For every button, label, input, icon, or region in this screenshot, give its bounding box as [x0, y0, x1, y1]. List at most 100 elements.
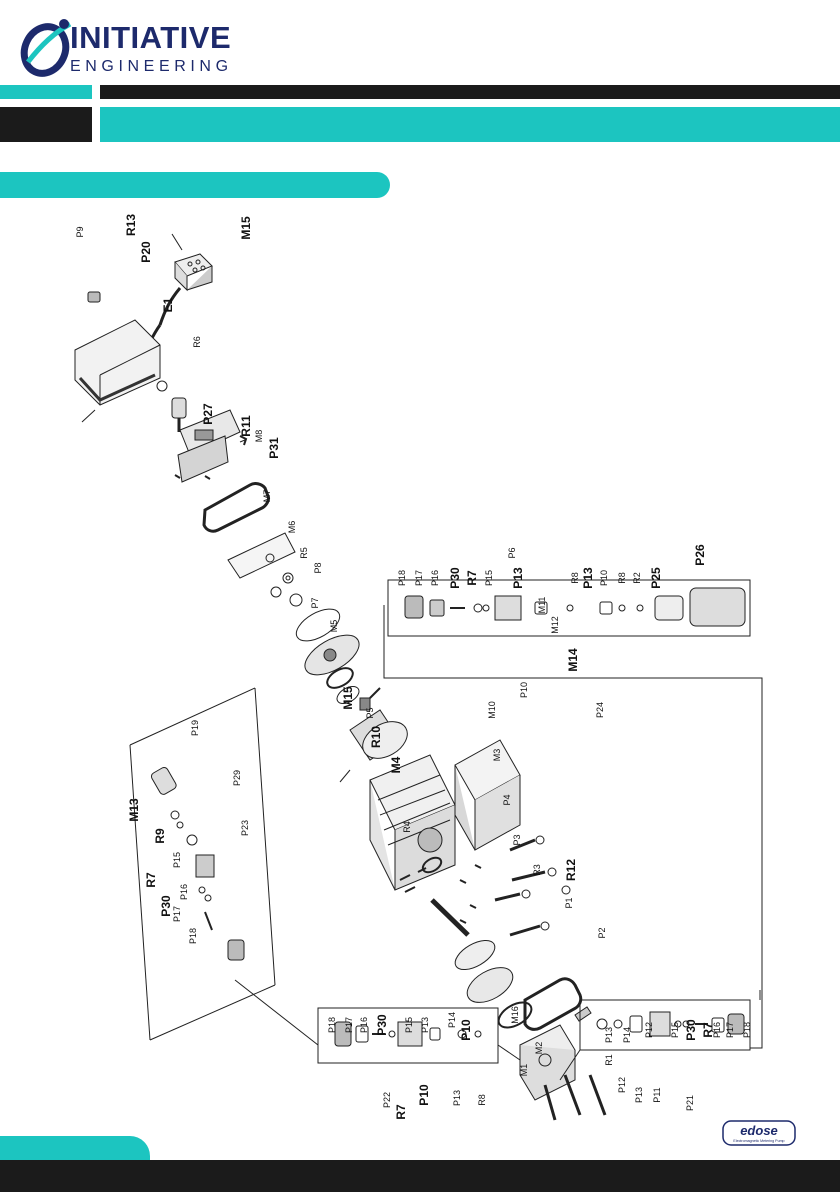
part-label-p19: P19: [190, 720, 200, 736]
part-label-p16c: P16: [359, 1017, 369, 1033]
part-label-m16: M16: [510, 1006, 520, 1024]
pcb-part: [177, 409, 241, 483]
part-label-m14: M14: [566, 648, 580, 672]
edose-tagline: Electromagnetic Metering Pump: [733, 1139, 784, 1143]
part-label-p26: P26: [693, 544, 707, 566]
motor-part: [349, 687, 408, 761]
screws-group: [494, 835, 571, 937]
part-label-p15a: P15: [172, 852, 182, 868]
part-label-p15d: P15: [670, 1022, 680, 1038]
part-label-m4: M4: [389, 756, 403, 773]
part-label-m7: M7: [262, 490, 272, 503]
part-label-p30b: P30: [448, 567, 462, 589]
part-label-p17a: P17: [172, 906, 182, 922]
part-label-p10a: P10: [599, 570, 609, 586]
valve-parts-p21: [596, 1011, 745, 1037]
plate-part: [227, 532, 296, 579]
part-label-r1: R1: [604, 1054, 614, 1066]
part-label-p10d: P10: [417, 1084, 431, 1106]
part-label-r10: R10: [369, 726, 383, 748]
part-label-p18d: P18: [742, 1022, 752, 1038]
edose-logo-text: edose: [740, 1123, 778, 1138]
part-label-r9: R9: [153, 828, 167, 844]
part-label-m6: M6: [287, 521, 297, 534]
part-label-m10: M10: [487, 701, 497, 719]
part-label-p1: P1: [564, 897, 574, 908]
part-label-r2: R2: [632, 572, 642, 584]
valve-kit-box-p21: [579, 999, 751, 1051]
brand-name: INITIATIVE: [70, 20, 232, 55]
company-logo: [18, 18, 218, 82]
part-label-m15a: M15: [239, 216, 253, 240]
part-label-p30a: P30: [159, 895, 173, 917]
part-label-p30c: P30: [375, 1014, 389, 1036]
part-label-p17b: P17: [414, 570, 424, 586]
header-black-block: [0, 107, 92, 142]
gasket-part: [202, 482, 270, 533]
diaphragm-part: [466, 967, 514, 1003]
part-label-r13: R13: [124, 214, 138, 236]
part-label-p25: P25: [649, 567, 663, 589]
header-accent-bar: [0, 85, 92, 99]
part-label-p29: P29: [232, 770, 242, 786]
part-label-p7: P7: [310, 597, 320, 608]
part-label-p3: P3: [512, 834, 522, 845]
valve-parts-p23: [150, 766, 245, 961]
part-label-p18c: P18: [327, 1017, 337, 1033]
part-label-m3: M3: [492, 749, 502, 762]
cable-part: [158, 287, 182, 326]
part-label-p14a: P14: [447, 1012, 457, 1028]
part-label-m13: M13: [127, 798, 141, 822]
part-label-r7b: R7: [465, 570, 479, 586]
valve-kit-box-p22: [317, 1007, 499, 1064]
header-title-bar: [100, 107, 840, 142]
part-label-p14b: P14: [622, 1027, 632, 1043]
pump-head-part: [519, 1024, 576, 1101]
disk-part: [295, 608, 341, 642]
part-label-p18b: P18: [397, 570, 407, 586]
part-label-m8: M8: [254, 430, 264, 443]
part-label-r7c: R7: [394, 1104, 408, 1120]
shaft-part: [430, 898, 470, 937]
part-label-p13f: P13: [634, 1087, 644, 1103]
pump-body-part: [369, 754, 456, 891]
part-label-p22: P22: [382, 1092, 392, 1108]
cap-part: [87, 291, 101, 303]
part-label-r5: R5: [299, 547, 309, 559]
part-label-r4: R4: [402, 821, 412, 833]
part-label-p12a: P12: [644, 1022, 654, 1038]
part-label-r8c: R8: [477, 1094, 487, 1106]
valve-parts-p22: [334, 1021, 482, 1047]
part-label-p8: P8: [313, 562, 323, 573]
part-label-m15b: M15: [341, 686, 355, 710]
part-label-p16d: P16: [712, 1022, 722, 1038]
part-label-p31: P31: [267, 437, 281, 459]
part-label-p16a: P16: [179, 884, 189, 900]
part-label-r7a: R7: [144, 872, 158, 888]
exploded-parts-diagram: E3E2P28P9R13P20M15E1R6P27R11M8P31M7M6R5P…: [74, 214, 763, 1121]
part-label-p5: P5: [365, 707, 375, 718]
part-label-p16b: P16: [430, 570, 440, 586]
part-label-p23: P23: [240, 820, 250, 836]
part-label-p21: P21: [685, 1095, 695, 1111]
part-label-p17c: P17: [344, 1017, 354, 1033]
terminal-block-part: [174, 253, 213, 292]
section-title-bar: [0, 172, 390, 198]
header-black-bar: [100, 85, 840, 99]
part-label-p27: P27: [201, 403, 215, 425]
part-label-p30d: P30: [684, 1019, 698, 1041]
part-label-r12: R12: [564, 859, 578, 881]
part-label-p15b: P15: [484, 570, 494, 586]
part-label-p11: P11: [652, 1087, 662, 1102]
part-label-p15c: P15: [404, 1017, 414, 1033]
part-label-p24: P24: [595, 702, 605, 718]
part-label-m5: M5: [329, 620, 339, 633]
logo-swoosh-icon: [20, 19, 72, 77]
part-label-p18a: P18: [188, 928, 198, 944]
part-label-p9: P9: [75, 226, 85, 237]
valve-kit-box-p24: [387, 579, 751, 637]
part-label-m1: M1: [519, 1064, 529, 1077]
part-label-p13e: P13: [604, 1027, 614, 1043]
part-label-m2: M2: [534, 1042, 544, 1055]
cover-part: [74, 319, 161, 406]
